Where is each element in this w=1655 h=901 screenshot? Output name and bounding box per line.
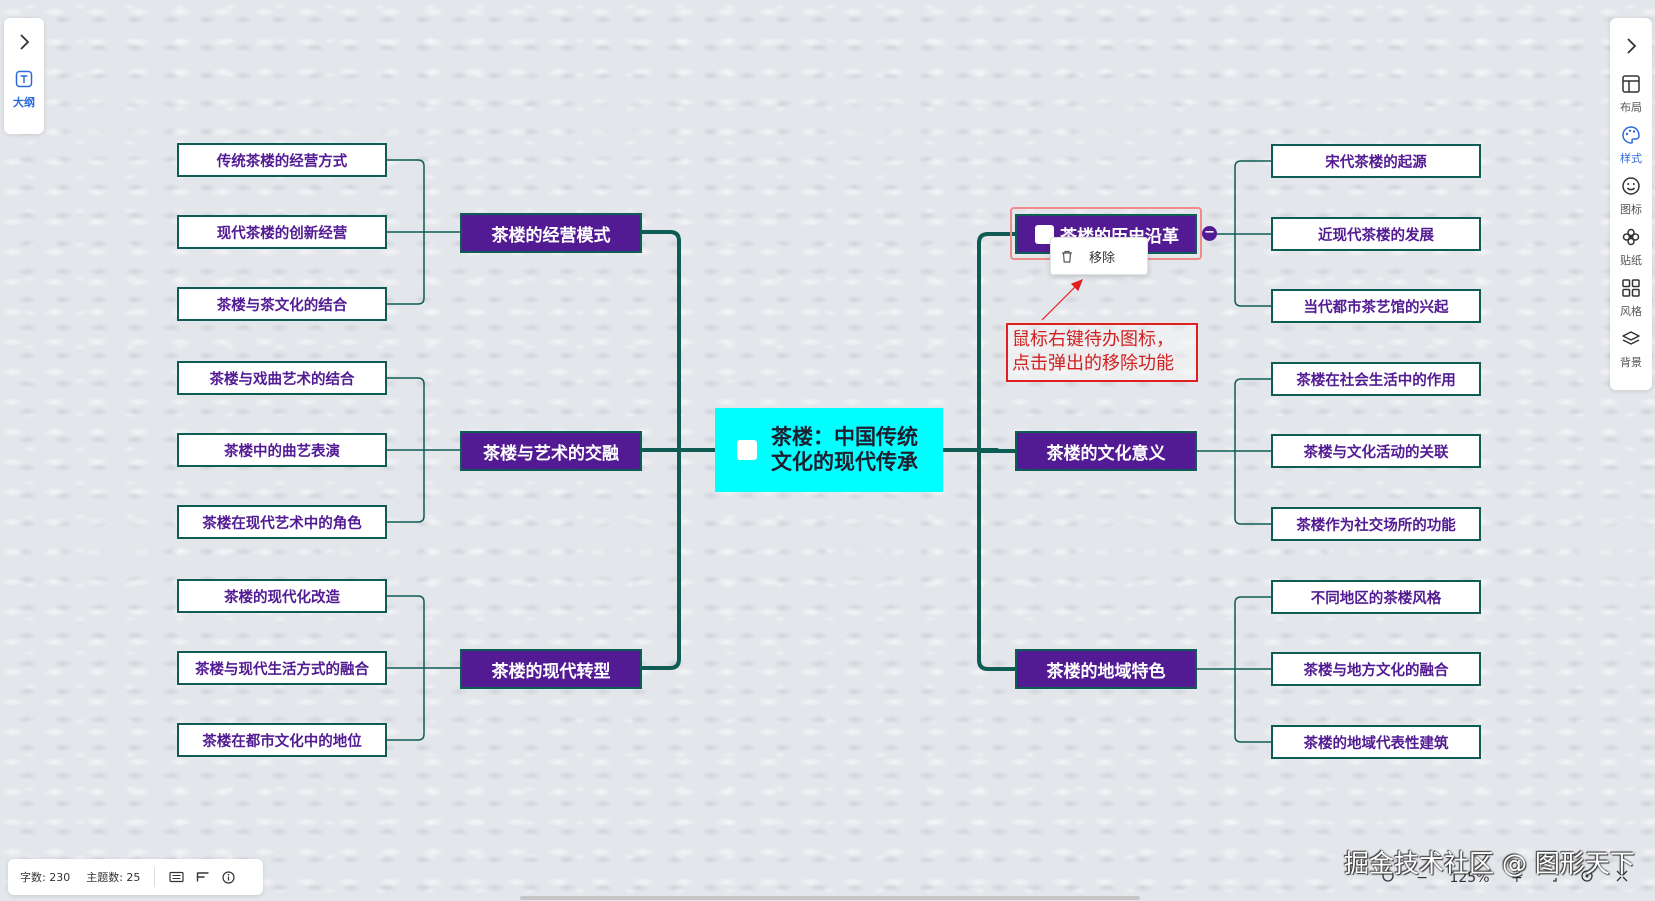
todo-checkbox-icon[interactable] [1035,224,1054,244]
sticker-button[interactable]: 贴纸 [1620,227,1642,278]
subtopic-culture-2[interactable]: 茶楼与文化活动的关联 [1271,434,1481,468]
grid-icon [1621,278,1641,302]
subtopic-regional-3[interactable]: 茶楼的地域代表性建筑 [1271,725,1481,759]
subtopic-modern-3[interactable]: 茶楼在都市文化中的地位 [177,723,387,757]
subtopic-business-2[interactable]: 现代茶楼的创新经营 [177,215,387,249]
layout-label: 布局 [1620,101,1642,114]
outline-button[interactable]: 大纲 [13,70,35,110]
root-topic[interactable]: 茶楼：中国传统 文化的现代传承 [715,408,943,492]
subtopic-regional-2[interactable]: 茶楼与地方文化的融合 [1271,652,1481,686]
collapse-minus-icon[interactable]: − [1202,226,1217,241]
subtopic-history-3[interactable]: 当代都市茶艺馆的兴起 [1271,289,1481,323]
right-panel: 布局 样式 图标 贴纸 风格 背景 [1610,18,1652,390]
subtopic-modern-2[interactable]: 茶楼与现代生活方式的融合 [177,651,387,685]
layout-button[interactable]: 布局 [1620,74,1642,125]
left-panel: 大纲 [4,18,44,134]
theme-button[interactable]: 风格 [1620,278,1642,329]
main-topic-modern[interactable]: 茶楼的现代转型 [460,649,642,689]
icon-label: 图标 [1620,203,1642,216]
subtopic-regional-1[interactable]: 不同地区的茶楼风格 [1271,580,1481,614]
keyboard-icon[interactable] [169,871,185,883]
fullscreen-icon[interactable] [1615,869,1629,887]
main-topic-culture[interactable]: 茶楼的文化意义 [1015,431,1197,471]
trash-icon [1061,250,1077,263]
style-label: 样式 [1620,152,1642,165]
main-topic-arts[interactable]: 茶楼与艺术的交融 [460,431,642,471]
subtopic-culture-3[interactable]: 茶楼作为社交场所的功能 [1271,507,1481,541]
subtopic-arts-2[interactable]: 茶楼中的曲艺表演 [177,433,387,467]
layers-icon [1621,329,1641,353]
theme-label: 风格 [1620,305,1642,318]
horizontal-scrollbar[interactable] [520,896,1140,900]
todo-checkbox-icon[interactable] [737,440,757,460]
text-box-icon [15,70,33,92]
subtopic-arts-1[interactable]: 茶楼与戏曲艺术的结合 [177,361,387,395]
subtopic-modern-1[interactable]: 茶楼的现代化改造 [177,579,387,613]
expand-icon[interactable] [1544,869,1558,887]
background-label: 背景 [1620,356,1642,369]
smiley-icon [1621,176,1641,200]
background-button[interactable]: 背景 [1620,329,1642,380]
root-topic-label: 茶楼：中国传统 文化的现代传承 [771,425,918,474]
topic-count: 主题数: 25 [86,871,141,884]
icon-button[interactable]: 图标 [1620,176,1642,227]
status-bar: 字数: 230 主题数: 25 [8,859,263,895]
subtopic-culture-1[interactable]: 茶楼在社会生活中的作用 [1271,362,1481,396]
locate-icon[interactable] [1381,869,1395,887]
subtopic-history-2[interactable]: 近现代茶楼的发展 [1271,217,1481,251]
style-button[interactable]: 样式 [1620,125,1642,176]
context-menu[interactable]: 移除 [1050,237,1148,275]
chevron-right-icon[interactable] [18,32,30,52]
outline-label: 大纲 [13,96,35,109]
watermark-text: 掘金技术社区 @ 图形天下 [1344,849,1635,878]
info-icon[interactable] [222,870,236,884]
flower-icon [1621,227,1641,251]
subtopic-arts-3[interactable]: 茶楼在现代艺术中的角色 [177,505,387,539]
palette-icon [1621,125,1641,149]
structure-icon[interactable] [196,871,210,883]
zoom-in-icon[interactable]: + [1511,870,1523,886]
zoom-level: 125% [1449,870,1490,886]
remove-menu-item[interactable]: 移除 [1089,250,1116,266]
annotation-arrow [1041,278,1084,321]
layout-icon [1621,74,1641,98]
zoom-out-icon[interactable]: − [1416,870,1428,886]
main-topic-regional[interactable]: 茶楼的地域特色 [1015,649,1197,689]
sticker-label: 贴纸 [1620,254,1642,267]
subtopic-history-1[interactable]: 宋代茶楼的起源 [1271,144,1481,178]
chevron-right-icon[interactable] [1625,36,1637,56]
main-topic-business[interactable]: 茶楼的经营模式 [460,213,642,253]
target-icon[interactable] [1580,869,1594,887]
word-count: 字数: 230 [20,871,71,884]
subtopic-business-1[interactable]: 传统茶楼的经营方式 [177,143,387,177]
subtopic-business-3[interactable]: 茶楼与茶文化的结合 [177,287,387,321]
annotation-callout: 鼠标右键待办图标， 点击弹出的移除功能 [1006,323,1198,382]
zoom-toolbar: − 125% + [1370,864,1640,892]
